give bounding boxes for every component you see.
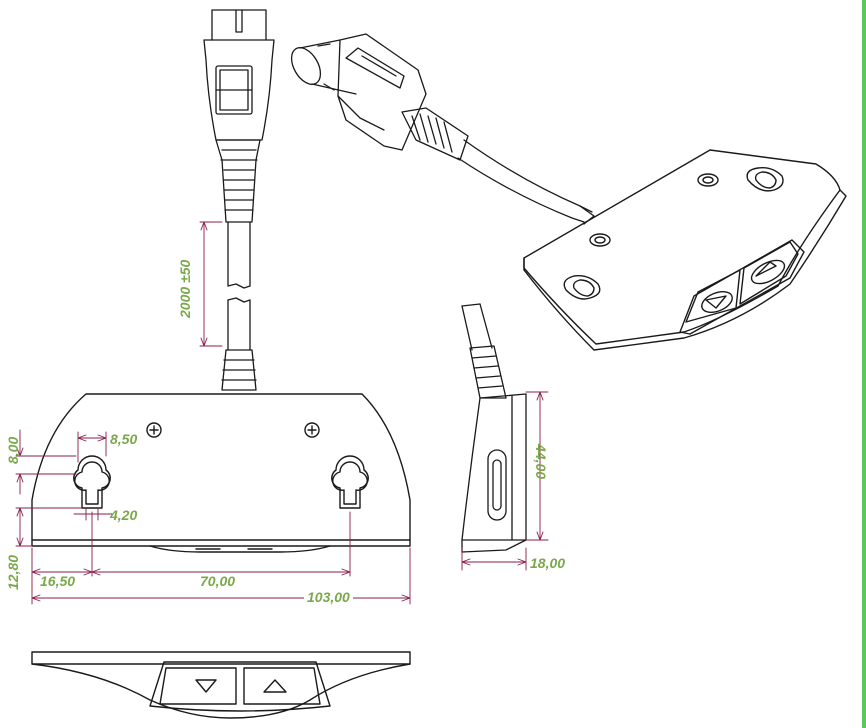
button-down-outline [159,667,237,705]
dim-cable-length: 2000 ±50 [177,259,193,318]
side-dimensions [461,391,549,571]
triangle-down-icon [195,679,217,693]
triangle-up-icon [263,679,287,693]
dim-side-depth: 18,00 [530,555,566,571]
iso-cable [457,139,595,225]
dim-hole-spacing: 70,00 [200,573,236,589]
dim-total-width: 103,00 [304,590,353,604]
front-housing [31,393,411,553]
front-dimensions [15,221,411,605]
dim-bottom-offset: 12,80 [5,554,21,590]
iso-triangle-up-icon [755,261,777,277]
iso-triangle-down-icon [705,295,727,309]
front-plug [203,9,275,223]
dim-keyhole-slot: 4,20 [110,507,138,523]
dim-side-height: 44,00 [533,444,549,480]
iso-housing [523,149,847,351]
button-up-outline [243,667,321,705]
dim-keyhole-height: 8,00 [5,436,21,464]
dim-left-offset: 16,50 [40,573,76,589]
iso-plug [290,33,469,161]
front-cable [221,221,257,391]
side-view [461,303,527,553]
bottom-view [31,651,411,719]
accent-bar [862,0,866,728]
dim-keyhole-width: 8,50 [110,431,138,447]
